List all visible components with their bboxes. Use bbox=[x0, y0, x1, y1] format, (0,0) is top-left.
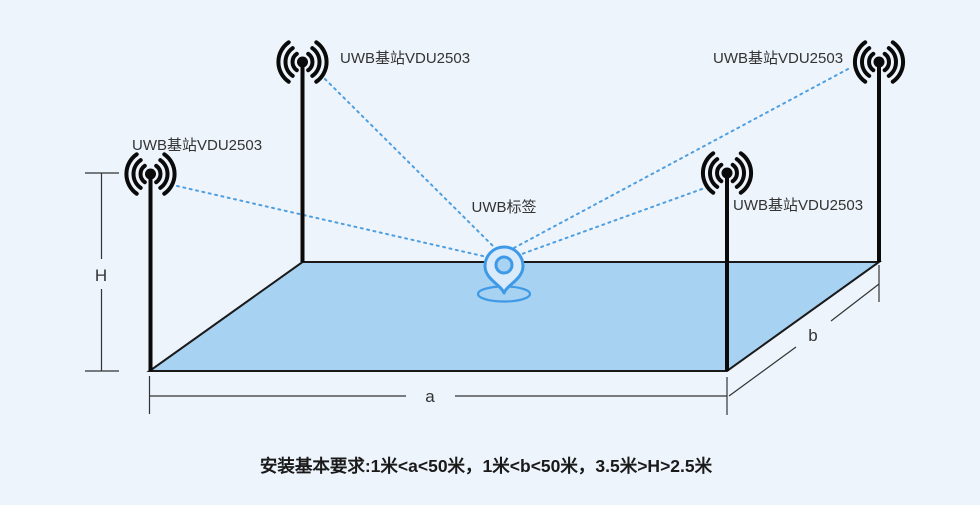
dimension-width-label: b bbox=[808, 326, 817, 345]
tag-label: UWB标签 bbox=[472, 199, 537, 216]
signal-line-back-left-station bbox=[324, 78, 498, 251]
station-label-back-left: UWB基站VDU2503 bbox=[340, 50, 470, 67]
installation-requirement-text: 安装基本要求:1米<a<50米，1米<b<50米，3.5米>H>2.5米 bbox=[260, 456, 713, 476]
dimension-length-label: a bbox=[425, 387, 435, 406]
signal-line-back-right-station bbox=[511, 68, 849, 250]
dimension-height-label: H bbox=[95, 266, 107, 285]
station-label-back-right: UWB基站VDU2503 bbox=[713, 50, 843, 67]
dimension-width-line bbox=[728, 283, 880, 397]
station-label-front-right: UWB基站VDU2503 bbox=[733, 197, 863, 214]
signal-line-left-station bbox=[176, 185, 488, 258]
dimension-width: b bbox=[728, 265, 880, 397]
dimension-height: H bbox=[85, 172, 119, 372]
pin-inner-circle bbox=[494, 255, 514, 275]
location-pin-icon bbox=[476, 245, 532, 303]
signal-line-front-right-station bbox=[518, 188, 703, 256]
station-label-left: UWB基站VDU2503 bbox=[132, 137, 262, 154]
dimension-length: a bbox=[148, 376, 728, 415]
